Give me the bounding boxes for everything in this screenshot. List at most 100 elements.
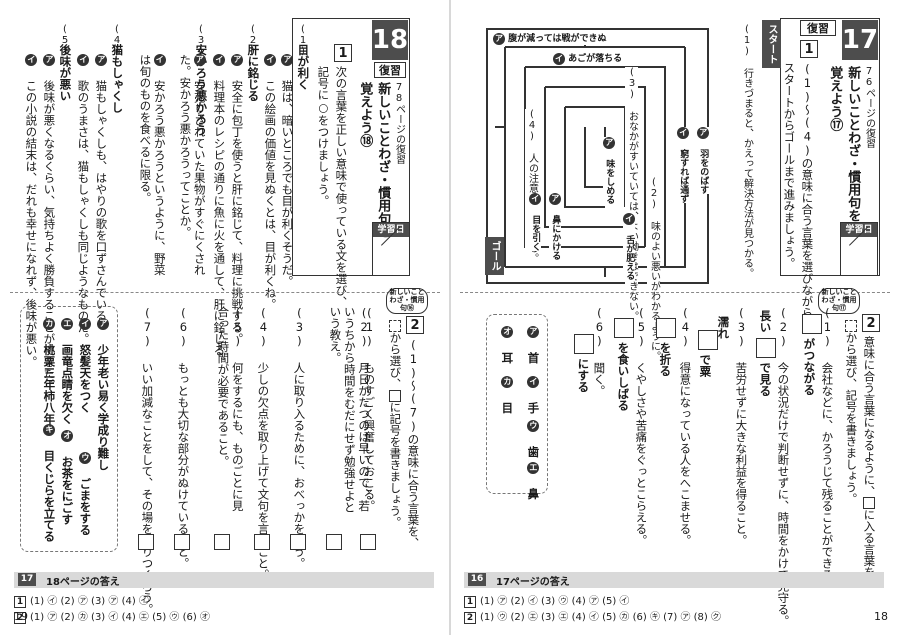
maze-option-b1[interactable]: イ 窮すれば通ず: [677, 127, 690, 203]
s2-q1: (1) ものすごく興奮しておこる。: [362, 306, 377, 512]
q1-word: 目が利く: [296, 44, 311, 90]
q4-option-a[interactable]: ア 猫もしゃくしも、はやりの歌を口ずさんでいる。: [94, 54, 109, 333]
title-ref: 78ページの復習: [393, 82, 405, 164]
choice-f: カ 桃栗三年柿八年: [42, 318, 57, 425]
s2-q7-answer-box[interactable]: [138, 534, 154, 550]
study-day-box[interactable]: 学習日: [372, 222, 418, 276]
lesson-number: 17: [842, 20, 878, 60]
choice-b: イ 手: [526, 376, 541, 414]
page-number: 18: [874, 610, 888, 623]
s2-q2-answer-box[interactable]: [326, 534, 342, 550]
q3-option-b[interactable]: イ 安かろう悪かろうというように、野菜は旬のものを食べるに限る。: [138, 54, 167, 276]
maze-start: スタート: [762, 20, 781, 68]
maze-option-b2[interactable]: イ 舌が肥える: [623, 213, 636, 280]
study-day-box[interactable]: 学習日: [840, 222, 886, 276]
s2-q4-suffix: を折る: [658, 342, 673, 377]
s2-q4-answer-box[interactable]: [254, 534, 270, 550]
choice-f: カ 目: [500, 376, 515, 414]
maze-option-b4[interactable]: イ 目を引く: [529, 193, 542, 251]
section-2-instruction-2: から選び、記号を書きましょう。: [844, 320, 858, 505]
page-number: 19: [14, 610, 28, 623]
answers-footer: 17 18ページの答え 1(1) ㋑ (2) ㋐ (3) ㋐ (4) ㋑ 2(1…: [0, 570, 450, 635]
footer-answers-1: 1(1) ㋑ (2) ㋐ (3) ㋐ (4) ㋑: [14, 592, 149, 608]
s2-q1-suffix: がつながる: [802, 338, 817, 396]
lesson-number: 18: [372, 20, 408, 60]
section-2-tag: 新しいことわざ・慣用句⑰: [818, 288, 860, 314]
s2-q3-answer-box[interactable]: [290, 534, 306, 550]
choice-c: ウ 歯: [526, 420, 541, 458]
q1-option-a[interactable]: ア 猫は、暗いところでも目が利くそうだ。: [280, 54, 295, 287]
q1-number: (1): [297, 24, 309, 57]
maze-option-a2[interactable]: ア 味をしめる: [603, 137, 616, 204]
page-title-2: 覚えよう⑰: [827, 66, 843, 131]
q1-option-b[interactable]: イ この絵画の価値を見ぬくとは、目が利くね。: [263, 54, 278, 310]
choices-box: [486, 314, 548, 494]
section-1-instruction-2: 記号に○をつけましょう。: [316, 66, 331, 207]
q2-option-a[interactable]: ア 安全に包丁を使うと肝に銘じて、料理に挑戦する。: [230, 54, 245, 345]
section-1-instruction-2: スタートからゴールまで進みましょう。: [782, 62, 797, 269]
s2-q2-prefix: 長い: [758, 310, 773, 333]
review-badge: 復習: [800, 20, 836, 36]
q5-option-a[interactable]: ア 後味が悪くなるくらい、気持ちよく勝負することができた。: [42, 54, 57, 391]
maze-option-b3[interactable]: イ あごが落ちる: [553, 51, 623, 65]
q3-number: (3): [195, 24, 207, 57]
section-1-instruction: 次の言葉を正しい意味で使っている文を選び、: [334, 66, 349, 308]
s2-q1-answer-box[interactable]: [802, 314, 822, 334]
section-2-number: 2: [406, 316, 424, 334]
section-1-instruction: (1)〜(4)の意味に合う言葉を選びながら、: [800, 62, 815, 330]
q5-option-b[interactable]: イ この小説の結末は、だれも幸せになれず、後味が悪い。: [24, 54, 39, 368]
maze-option-a1[interactable]: ア 羽をのばす: [697, 127, 710, 194]
section-divider: [10, 292, 440, 293]
s2-q3-answer-box[interactable]: [698, 330, 718, 350]
maze-option-a3[interactable]: ア 腹が減っては戦ができぬ: [493, 31, 607, 45]
s2-q3: (3) 苦労せずに大きな利益を得ること。: [734, 306, 749, 546]
sample-answer-box: [389, 389, 402, 402]
s2-q6-suffix: にする: [576, 358, 591, 393]
section-2-instruction: 意味に合う言葉になるように、に入る言葉を: [862, 336, 877, 578]
footer-lesson-number: 17: [18, 573, 36, 586]
s2-q1-answer-box[interactable]: [360, 534, 376, 550]
s2-q5-answer-box[interactable]: [614, 318, 634, 338]
s2-q6: (6) 聞く。: [592, 306, 607, 397]
s2-q2: (2) 今の状況だけで判断せずに、時間をかけて見守る。: [776, 306, 791, 627]
s2-q5-answer-box[interactable]: [214, 534, 230, 550]
s2-q6-answer-box[interactable]: [574, 334, 594, 354]
maze-option-a4[interactable]: ア 鼻にかける: [549, 193, 562, 260]
footer-title: 17ページの答え: [496, 577, 570, 588]
s2-q4-answer-box[interactable]: [656, 318, 676, 338]
title-ref: 76ページの復習: [863, 66, 875, 148]
s2-q5: (5) 何をするにも、ものごとに見合った時間が必要であること。: [216, 306, 245, 512]
s2-q2-answer-box[interactable]: [756, 338, 776, 358]
s2-q7: (7) いい加減なことをして、その場を取りつくろう。: [140, 306, 155, 615]
footer-bar: [464, 572, 884, 588]
choice-d: エ 鼻: [526, 462, 541, 500]
q4-option-b[interactable]: イ 歌のうまさは、猫もしゃくしも同じようなものだ。: [76, 54, 91, 345]
q3-option-a[interactable]: ア 安売りされていた果物がすぐにくされた。安かろう悪かろうってことか。: [178, 54, 207, 276]
s2-q2-suffix: で見る: [758, 362, 773, 397]
choice-e: オ お茶をにごす: [60, 430, 75, 525]
page-title: 新しいことわざ・慣用句を: [375, 82, 391, 238]
footer-answers-2: 2(1) ㋐ (2) ㋕ (3) ㋑ (4) ㋓ (5) ㋒ (6) ㋔: [14, 608, 210, 624]
lesson-header: [780, 18, 880, 276]
s2-q3-suffix: で粟: [698, 354, 713, 377]
s2-q3: (3) 人に取り入るために、おべっかを使う。: [292, 306, 307, 569]
s2-q6-answer-box[interactable]: [174, 534, 190, 550]
footer-answers-2: 2(1) ㋒ (2) ㋓ (3) ㋓ (4) ㋑ (5) ㋕ (6) ㋖ (7)…: [464, 608, 721, 624]
maze-q1: (1) 行きづまると、かえって解決方法が見つかる。: [741, 24, 753, 278]
section-divider: [460, 292, 890, 293]
q2-word: 肝に銘じる: [246, 44, 261, 102]
q2-option-b[interactable]: イ 料理本のレシピの通りに魚に火を通して、肝に銘じる。: [212, 54, 227, 368]
book-gutter: [449, 0, 451, 635]
maze-q3: (3) おなかがすいていては、よい働きはできない。: [625, 67, 638, 321]
footer-lesson-number: 16: [468, 573, 486, 586]
maze[interactable]: ア 腹が減っては戦ができぬ イ あごが落ちる (3) おなかがすいていては、よい…: [485, 27, 710, 361]
section-2-instruction-2: から選び、に記号を書きましょう。: [388, 320, 402, 528]
sample-dashed-box: [389, 320, 402, 332]
choice-a: ア 首: [526, 326, 541, 364]
maze-q2: (2) 味のよい悪いがわかるように。: [647, 177, 660, 361]
choice-e: オ 耳: [500, 326, 515, 364]
answers-footer: 16 17ページの答え 1(1) ㋐ (2) ㋑ (3) ㋒ (4) ㋐ (5)…: [450, 570, 900, 635]
section-2-number: 2: [862, 314, 880, 332]
footer-bar: [14, 572, 434, 588]
